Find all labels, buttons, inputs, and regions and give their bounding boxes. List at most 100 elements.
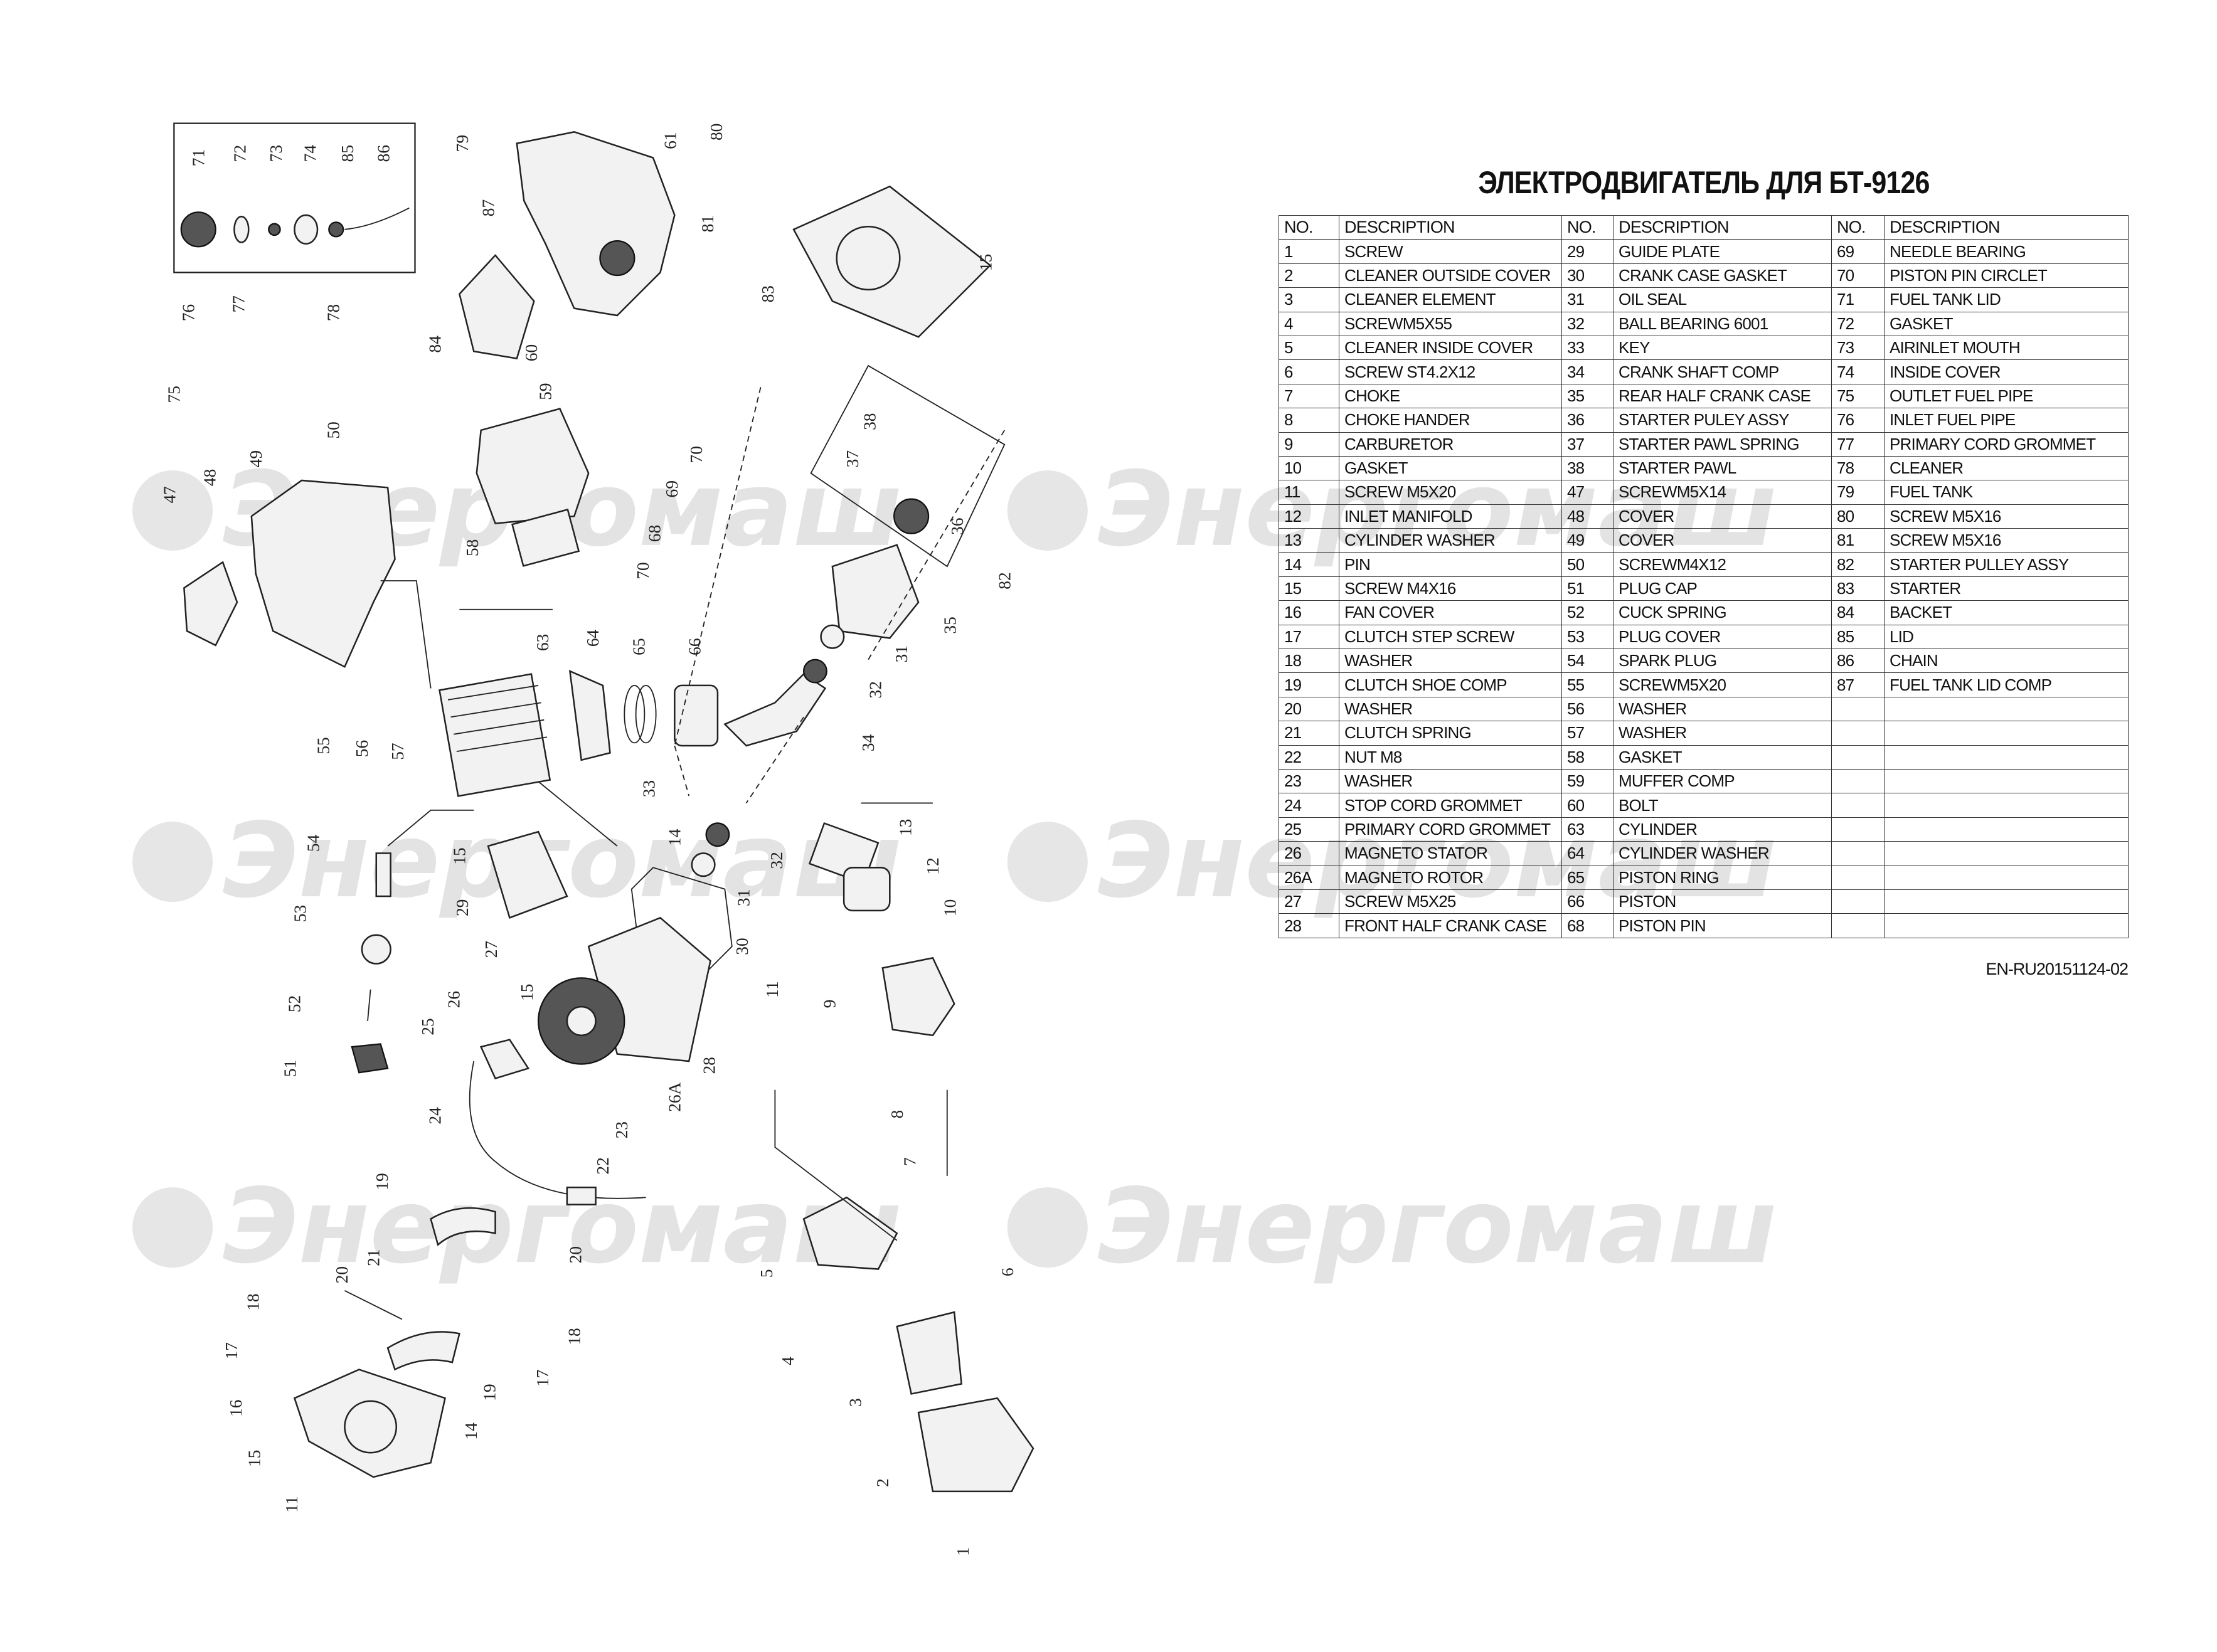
part-number-cell bbox=[1831, 696, 1885, 722]
callout-label: 16 bbox=[226, 1400, 245, 1417]
part-description-cell: INLET MANIFOLD bbox=[1339, 504, 1562, 529]
part-description-cell: COVER bbox=[1613, 528, 1832, 553]
part-number-cell: 37 bbox=[1561, 432, 1614, 457]
callout-label: 37 bbox=[843, 450, 862, 467]
callout-label: 27 bbox=[482, 941, 501, 958]
part-description-cell: CRANK SHAFT COMP bbox=[1613, 359, 1832, 384]
part-description-cell: REAR HALF CRANK CASE bbox=[1613, 383, 1832, 409]
part-description-cell: GASKET bbox=[1613, 744, 1832, 770]
rear-crank-case bbox=[831, 544, 920, 639]
part-description-cell: MAGNETO ROTOR bbox=[1339, 865, 1562, 890]
callout-label: 20 bbox=[332, 1266, 351, 1283]
part-description-cell: FRONT HALF CRANK CASE bbox=[1339, 913, 1562, 938]
part-description-cell: CLUTCH STEP SCREW bbox=[1339, 624, 1562, 650]
part-description-cell: MUFFER COMP bbox=[1613, 768, 1832, 794]
ball-bearing-32 bbox=[802, 659, 827, 684]
part-number-cell bbox=[1831, 817, 1885, 842]
cover-48 bbox=[183, 561, 238, 647]
part-description-cell: CLUTCH SHOE COMP bbox=[1339, 672, 1562, 697]
document-code: EN-RU20151124-02 bbox=[1986, 960, 2129, 978]
part-number-cell: 85 bbox=[1831, 624, 1885, 650]
callout-label: 24 bbox=[426, 1107, 445, 1125]
part-number-cell: 60 bbox=[1561, 793, 1614, 818]
part-number-cell: 14 bbox=[1279, 552, 1339, 577]
part-number-cell: 11 bbox=[1279, 480, 1339, 505]
part-description-cell: SCREW M5X20 bbox=[1339, 480, 1562, 505]
callout-label: 73 bbox=[267, 145, 285, 162]
part-number-cell: 6 bbox=[1279, 359, 1339, 384]
part-description-cell: CUCK SPRING bbox=[1613, 600, 1832, 625]
part-description-cell bbox=[1884, 913, 2129, 938]
part-number-cell: 5 bbox=[1279, 335, 1339, 361]
part-number-cell: 65 bbox=[1561, 865, 1614, 890]
part-number-cell: 19 bbox=[1279, 672, 1339, 697]
callout-label: 25 bbox=[418, 1018, 437, 1035]
callout-label: 79 bbox=[453, 135, 472, 152]
carburetor bbox=[881, 956, 955, 1037]
guide-plate bbox=[487, 830, 568, 919]
part-description-cell: WASHER bbox=[1339, 696, 1562, 722]
part-number-cell bbox=[1831, 889, 1885, 914]
callout-label: 12 bbox=[923, 857, 942, 874]
part-number-cell bbox=[1831, 793, 1885, 818]
part-description-cell: PISTON bbox=[1613, 889, 1832, 914]
part-number-cell: 48 bbox=[1561, 504, 1614, 529]
callout-label: 14 bbox=[665, 829, 684, 846]
leader-lines bbox=[674, 387, 1006, 803]
part-number-cell: 69 bbox=[1831, 239, 1885, 264]
lid bbox=[328, 221, 344, 238]
clutch-shoe-2 bbox=[386, 1331, 460, 1371]
callout-label: 63 bbox=[533, 634, 552, 651]
muffler-gasket bbox=[511, 508, 580, 567]
muffler bbox=[476, 408, 590, 524]
part-description-cell bbox=[1884, 817, 2129, 842]
part-number-cell: 32 bbox=[1561, 311, 1614, 336]
callout-label: 26 bbox=[444, 991, 463, 1008]
part-description-cell: PISTON PIN bbox=[1613, 913, 1832, 938]
callout-label: 68 bbox=[645, 525, 664, 542]
part-number-cell: 50 bbox=[1561, 552, 1614, 577]
page-title: ЭЛЕКТРОДВИГАТЕЛЬ ДЛЯ БТ-9126 bbox=[1478, 165, 1930, 200]
callout-label: 51 bbox=[281, 1060, 300, 1077]
airinlet-mouth bbox=[268, 223, 281, 236]
part-number-cell: 79 bbox=[1831, 480, 1885, 505]
part-number-cell: 74 bbox=[1831, 359, 1885, 384]
part-description-cell: STARTER PAWL bbox=[1613, 455, 1832, 481]
part-number-cell: 80 bbox=[1831, 504, 1885, 529]
column-header-description: DESCRIPTION bbox=[1339, 214, 1562, 240]
cover-49 bbox=[250, 479, 396, 668]
cord-connector bbox=[566, 1186, 597, 1205]
callout-label: 4 bbox=[779, 1357, 797, 1365]
callout-label: 81 bbox=[698, 215, 717, 232]
watermark-text: Энергомаш bbox=[223, 1166, 903, 1286]
part-number-cell: 22 bbox=[1279, 744, 1339, 770]
part-number-cell: 31 bbox=[1561, 287, 1614, 312]
part-number-cell: 47 bbox=[1561, 480, 1614, 505]
callout-label: 17 bbox=[533, 1370, 552, 1387]
part-number-cell: 59 bbox=[1561, 768, 1614, 794]
callout-label: 80 bbox=[707, 124, 726, 140]
part-description-cell: SPARK PLUG bbox=[1613, 649, 1832, 674]
cleaner-inside-cover bbox=[802, 1196, 898, 1270]
part-number-cell: 83 bbox=[1831, 576, 1885, 601]
callout-label: 35 bbox=[940, 617, 959, 633]
part-number-cell: 34 bbox=[1561, 359, 1614, 384]
part-number-cell: 27 bbox=[1279, 889, 1339, 914]
fuel-tank-lid-kit-box bbox=[173, 122, 416, 273]
callout-label: 32 bbox=[866, 681, 885, 698]
callout-label: 20 bbox=[566, 1246, 585, 1263]
callout-label: 19 bbox=[373, 1173, 391, 1190]
part-description-cell: PRIMARY CORD GROMMET bbox=[1339, 817, 1562, 842]
callout-label: 8 bbox=[888, 1110, 906, 1119]
